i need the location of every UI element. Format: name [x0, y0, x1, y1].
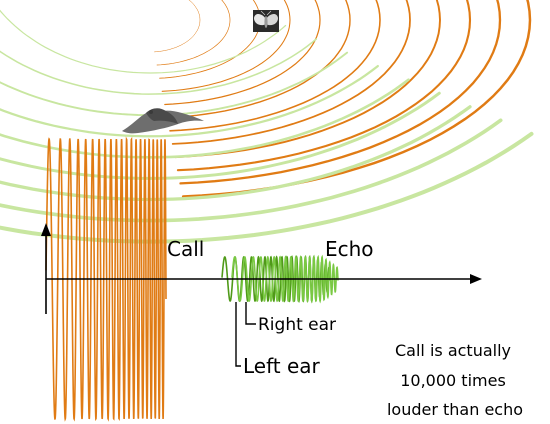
moth-icon	[253, 10, 279, 32]
ear-leaders	[235, 302, 256, 367]
echo-wavefront-9	[0, 131, 534, 244]
left-ear-leader	[235, 302, 241, 367]
call-wavefront-12	[181, 0, 532, 198]
right-ear-waveform	[231, 254, 339, 304]
bat-icon	[122, 108, 204, 134]
amplitude-axis-arrowhead	[41, 223, 51, 236]
time-axis-arrowhead	[470, 274, 482, 284]
call-wavefront-8	[171, 0, 411, 145]
echo-wavefront-8	[0, 118, 503, 223]
call-wavefront-2	[156, 0, 231, 66]
echo-label: Echo	[325, 237, 374, 261]
call-label: Call	[167, 237, 204, 261]
call-waveform	[45, 136, 167, 422]
call-wavefront-6	[166, 0, 351, 119]
left-ear-label: Left ear	[243, 354, 321, 378]
echo-wavefront-4	[0, 64, 379, 138]
right-ear-leader	[245, 302, 256, 325]
call-wavefront-11	[179, 0, 502, 185]
call-wavefront-1	[154, 0, 201, 53]
call-wavefront-4	[161, 0, 291, 92]
call-wavefront-10	[176, 0, 472, 172]
call-wavefront-9	[174, 0, 441, 159]
echo-wavefront-1	[0, 9, 287, 74]
note-line-1: Call is actually	[395, 341, 511, 360]
right-ear-label: Right ear	[258, 315, 336, 335]
axes	[41, 223, 482, 314]
call-wavefront-7	[169, 0, 381, 132]
call-wavefronts	[154, 0, 532, 198]
note-line-3: louder than echo	[387, 400, 523, 419]
call-wavefront-5	[164, 0, 321, 106]
call-wavefront-3	[159, 0, 261, 79]
echo-wavefront-3	[0, 51, 349, 117]
note-line-2: 10,000 times	[400, 371, 506, 390]
echo-wavefront-2	[0, 38, 318, 95]
loudness-note: Call is actually 10,000 times louder tha…	[387, 341, 523, 419]
